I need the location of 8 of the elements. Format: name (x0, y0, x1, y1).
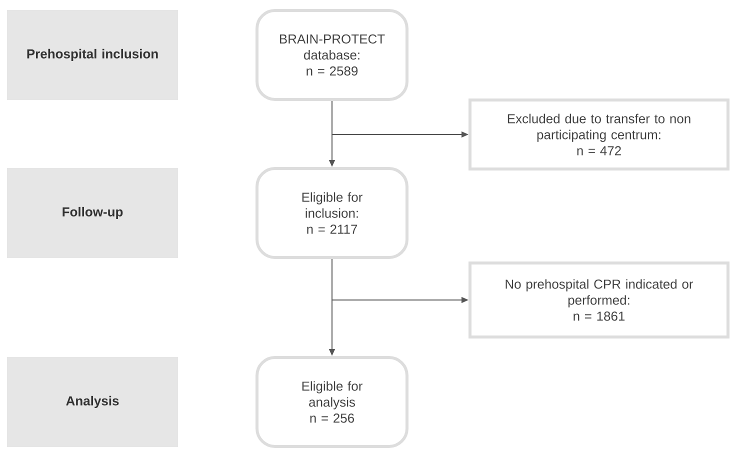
process-box: BRAIN-PROTECT database: n = 2589 (256, 9, 408, 101)
stage-band: Follow-up (7, 168, 178, 258)
process-box: Eligible for analysis n = 256 (256, 356, 408, 448)
stage-band: Analysis (7, 357, 178, 447)
stage-band: Prehospital inclusion (7, 10, 178, 100)
process-box: Eligible for inclusion: n = 2117 (256, 167, 408, 259)
exclusion-box: No prehospital CPR indicated or performed: n = 1861 (468, 262, 730, 338)
exclusion-box: Excluded due to transfer to non participating centrum: n = 472 (468, 98, 730, 170)
